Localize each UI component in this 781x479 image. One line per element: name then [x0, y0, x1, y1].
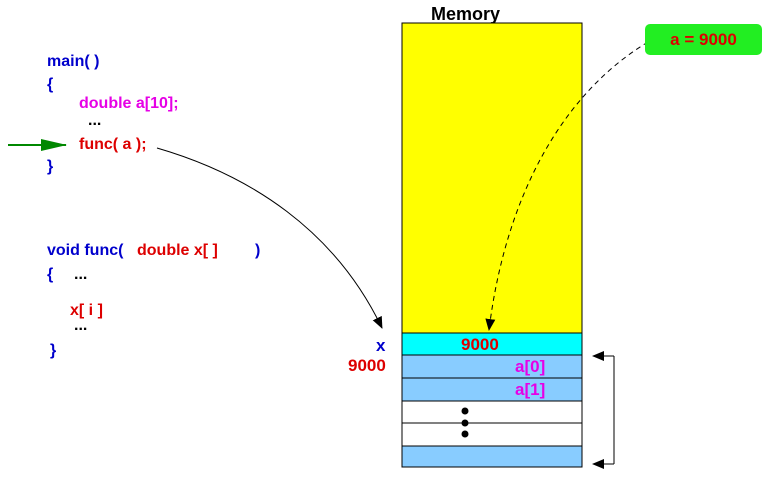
- main-open-brace: {: [47, 76, 54, 93]
- memory-cell-last: [401, 445, 583, 468]
- func-signature-start: void func(: [47, 242, 124, 259]
- code-ellipsis-1: ...: [88, 112, 102, 129]
- memory-title: Memory: [431, 4, 501, 24]
- func-open-brace: {: [47, 266, 54, 283]
- memory-cell-a0: [401, 354, 583, 379]
- code-ellipsis-3: ...: [74, 317, 88, 334]
- func-parameter: double x[ ]: [137, 242, 218, 259]
- pass-argument-arrow: [156, 147, 383, 329]
- array-element-1: a[1]: [515, 380, 546, 399]
- ellipsis-dot: [461, 419, 469, 427]
- main-signature: main( ): [47, 53, 100, 70]
- code-ellipsis-2: ...: [74, 266, 88, 283]
- memory-cell-empty-2: [401, 422, 583, 447]
- array-access: x[ i ]: [70, 302, 103, 319]
- function-call: func( a );: [79, 136, 147, 153]
- pointer-cell-value: 9000: [461, 335, 499, 354]
- memory-cell-a1: [401, 377, 583, 402]
- pointer-variable-label: x: [376, 336, 386, 355]
- ellipsis-dot: [461, 407, 469, 415]
- func-close-brace: }: [50, 342, 57, 359]
- array-element-0: a[0]: [515, 357, 546, 376]
- memory-cell-empty-1: [401, 400, 583, 424]
- array-declaration: double a[10];: [79, 95, 179, 112]
- func-signature-end: ): [255, 242, 261, 259]
- main-close-brace: }: [47, 158, 54, 175]
- value-callout: a = 9000: [645, 24, 762, 55]
- memory-free-region: [401, 22, 583, 334]
- ellipsis-dot: [461, 430, 469, 438]
- value-copy-arrow: [485, 41, 649, 331]
- pointer-address-label: 9000: [348, 356, 386, 375]
